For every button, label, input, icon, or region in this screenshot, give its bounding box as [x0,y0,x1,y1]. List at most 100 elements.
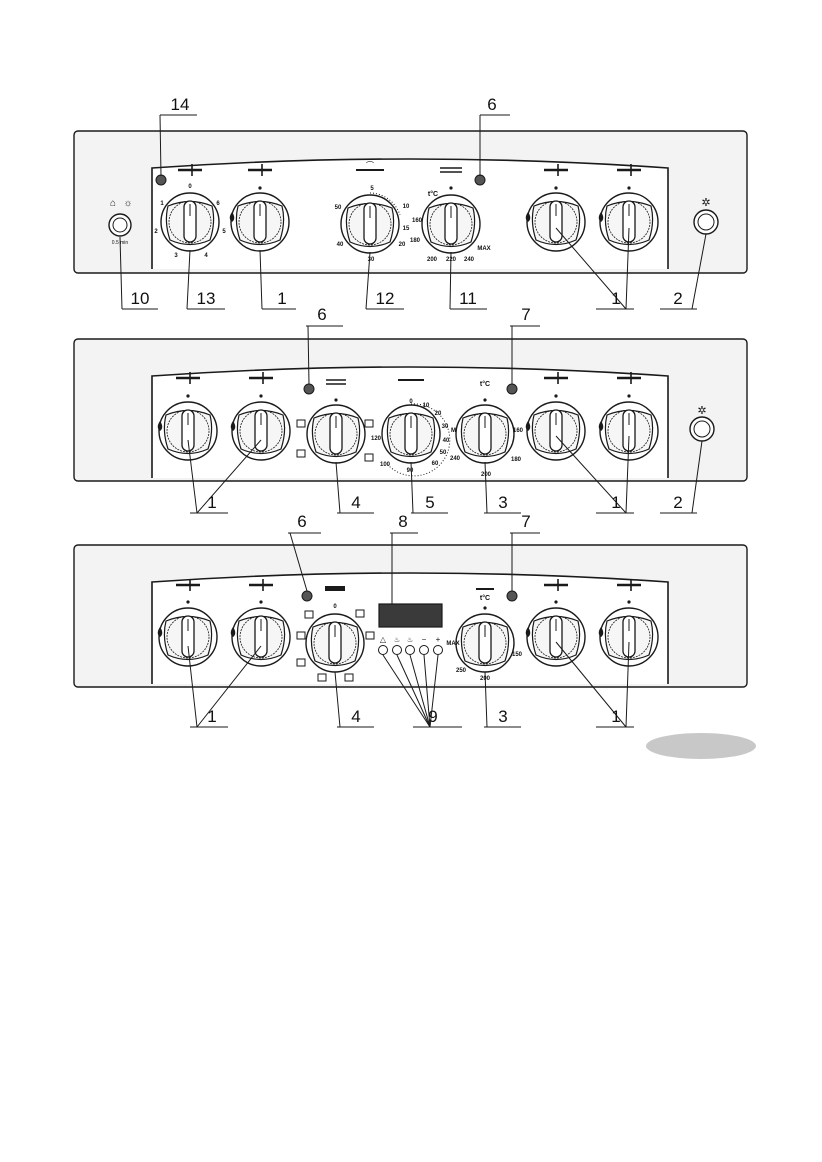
burner-knob-front-right[interactable] [598,370,659,461]
callout-1: 1 [611,289,620,308]
temp-unit: t°C [480,380,490,388]
callout-4: 4 [351,493,360,512]
indicator-lamp-6 [474,174,486,186]
selector-0: 0 [333,604,337,610]
programmer-keys-9[interactable]: △ ♨ ♨ − + [378,635,443,655]
spark-icon: ✲ [697,405,706,417]
timer-20: 20 [399,242,406,248]
callout-1: 1 [207,707,216,726]
temp-max: MAX [477,246,490,252]
conventional-icon [365,631,375,640]
temp-unit: t°C [428,190,438,198]
temp-160: 160 [513,428,524,434]
grill-symbol-icon [296,419,306,428]
burner-knob-front-left[interactable] [157,577,218,667]
fan-grill-icon [304,610,314,619]
scale-6: 6 [216,201,220,207]
callout-1: 1 [611,493,620,512]
callout-11: 11 [459,289,477,308]
scale-4: 4 [204,253,208,259]
end-time-key[interactable] [405,645,415,655]
panel-middle: 0 10 20 30 40 50 60 90 100 120 MAX t°C 1… [73,305,748,514]
scale-3: 3 [174,253,178,259]
panel-bottom-fascia [151,572,669,684]
indicator-lamp-14 [155,174,167,186]
callout-12: 12 [376,289,395,308]
callout-3: 3 [498,707,507,726]
timer-10: 10 [403,204,410,210]
hotplate-knob-13[interactable]: 0 1 2 3 4 5 6 [154,162,226,259]
minus-key[interactable] [419,645,429,655]
temp-240: 240 [450,456,461,462]
callout-1: 1 [207,493,216,512]
callout-10: 10 [131,289,150,308]
plus-key-label: + [436,635,441,644]
oven-function-selector-4[interactable]: 0 [296,586,375,682]
scale-5: 5 [222,229,226,235]
fan-icon [296,631,306,640]
panel-bottom: 0 △ ♨ ♨ − + t°C [73,512,748,728]
bottom-heat-icon [296,449,306,458]
ignition-button-2[interactable]: ✲ [689,405,715,442]
panel-top: 0.5 min ⌂ ☼ 0 1 2 3 4 5 6 ⌒ [73,95,748,310]
burner-knob-front-left[interactable] [229,162,290,252]
timer-50: 50 [440,450,447,456]
timer-120: 120 [371,436,382,442]
defrost-icon [296,658,306,667]
grill-icon [355,609,365,618]
burner-knob-rear-left[interactable] [230,577,291,667]
burner-knob-front-right[interactable] [598,162,659,252]
temp-unit: t°C [480,594,490,602]
temp-150: 150 [512,652,523,658]
burner-knob-rear-right[interactable] [525,370,586,461]
oven-thermostat-knob-3[interactable]: t°C 160 180 200 240 [450,380,524,478]
callout-1: 1 [611,707,620,726]
callout-6: 6 [297,512,306,531]
callout-6: 6 [487,95,496,114]
callout-7: 7 [521,305,530,324]
fan-symbol-icon [364,419,374,428]
top-bottom-icon [344,673,354,682]
callout-8: 8 [398,512,407,531]
indicator-lamp-6 [301,590,313,602]
indicator-lamp-6 [303,383,315,395]
callout-6: 6 [317,305,326,324]
callout-4: 4 [351,707,360,726]
end-time-icon: ♨ [407,636,413,644]
minute-timer-knob-12[interactable]: ⌒ 5 10 15 20 30 40 50 [335,161,410,263]
callout-2: 2 [673,493,682,512]
timer-icon: ⌒ [366,161,374,170]
callouts-middle [187,325,703,514]
temp-200: 200 [481,472,492,478]
timer-100: 100 [380,462,391,468]
timer-60: 60 [432,461,439,467]
callout-5: 5 [425,493,434,512]
light-icon: ☼ [123,198,132,209]
burner-knob-rear-right[interactable] [525,162,586,252]
callout-14: 14 [171,95,190,114]
callout-7: 7 [521,512,530,531]
temp-250: 250 [456,668,467,674]
alarm-key[interactable] [378,645,388,655]
duration-icon: ♨ [394,636,400,644]
timer-50: 50 [335,205,342,211]
minus-key-label: − [422,635,427,644]
callout-13: 13 [197,289,216,308]
plus-key[interactable] [433,645,443,655]
callout-2: 2 [673,289,682,308]
callout-3: 3 [498,493,507,512]
burner-knob-rear-right[interactable] [525,577,586,667]
burner-knob-rear-left[interactable] [230,370,291,461]
callouts-top [119,114,707,310]
temp-180: 180 [410,238,421,244]
panel-top-fascia [151,158,669,269]
duration-key[interactable] [392,645,402,655]
timer-30: 30 [442,424,449,430]
burner-knob-front-left[interactable] [157,370,218,461]
bell-icon: ⌂ [110,198,116,209]
scale-1: 1 [160,201,164,207]
burner-knob-front-right[interactable] [598,577,659,667]
callout-9: 9 [428,707,437,726]
oven-function-selector-4[interactable] [296,379,374,464]
